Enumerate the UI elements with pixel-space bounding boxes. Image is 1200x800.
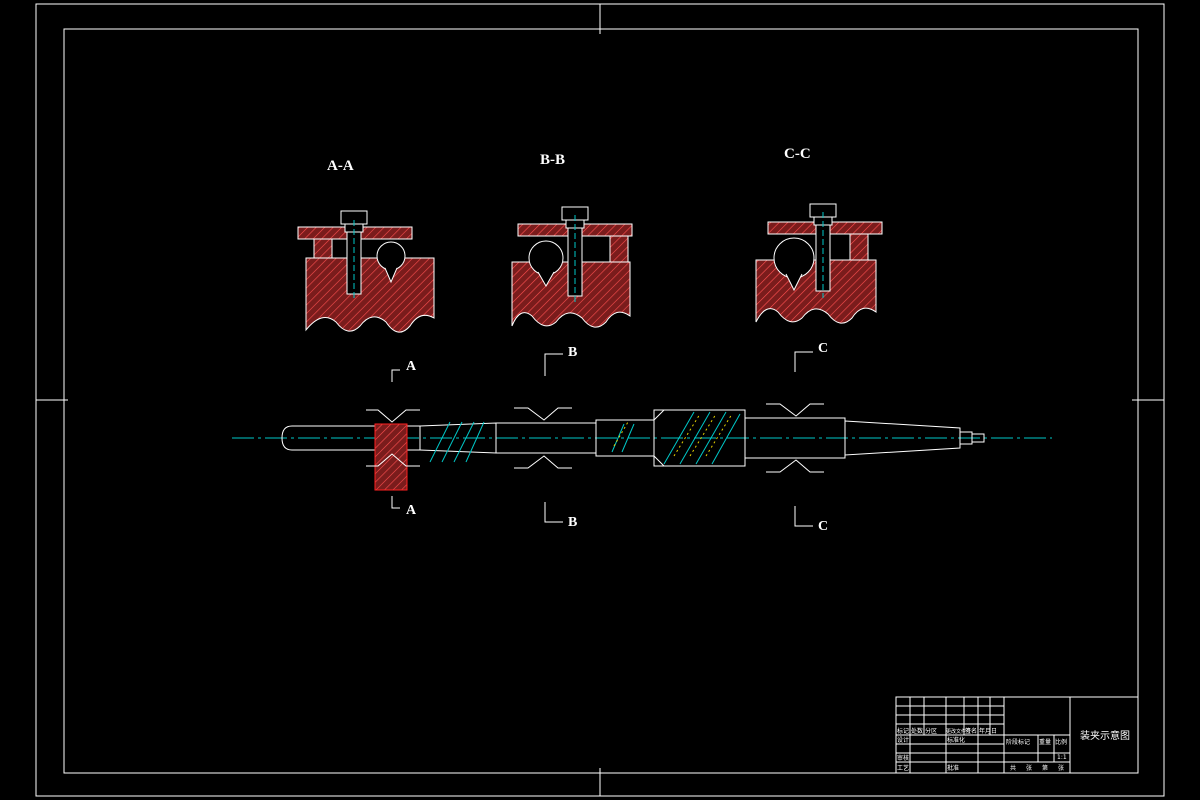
tb-cell: 重量 (1039, 738, 1051, 746)
tb-cell: 标记 (897, 727, 909, 735)
tb-cell: 第 (1042, 764, 1048, 772)
clamp-jaw-b (514, 407, 572, 469)
title-block-drawing-name: 装夹示意图 (1080, 729, 1130, 742)
section-view-b (511, 206, 633, 328)
section-view-c (755, 203, 883, 324)
tb-cell: 标准化 (947, 736, 965, 744)
tb-cell: 处数 (911, 727, 923, 735)
cut-marker-c-top: C (818, 341, 828, 356)
shaft-main-view (232, 409, 1052, 467)
tb-cell: 审核 (897, 754, 909, 762)
cut-markers (391, 351, 813, 527)
tb-cell: 批准 (947, 764, 959, 772)
sheet-frame (35, 3, 1165, 797)
tb-cell: 更改文件号 (946, 728, 971, 735)
tb-cell: 阶段标记 (1006, 738, 1030, 746)
tb-cell: 分区 (925, 727, 937, 735)
clamp-jaw-a (366, 409, 420, 491)
tb-cell: 比例 (1055, 738, 1067, 746)
clamp-jaw-c (766, 403, 824, 473)
cut-marker-c-bottom: C (818, 519, 828, 534)
tb-cell: 设计 (897, 736, 909, 744)
cut-marker-a-bottom: A (406, 503, 417, 518)
section-view-a (297, 210, 435, 333)
tb-cell: 张 (1026, 764, 1032, 772)
cut-marker-a-top: A (406, 359, 417, 374)
cut-marker-b-top: B (568, 345, 577, 360)
section-title-c: C-C (784, 146, 811, 162)
tb-cell: 签名 (965, 727, 977, 735)
tb-cell: 年月日 (979, 727, 997, 735)
tb-cell: 张 (1058, 764, 1064, 772)
tb-cell: 工艺 (897, 764, 909, 772)
cut-marker-b-bottom: B (568, 515, 577, 530)
title-block-cells: 标记 处数 分区 更改文件号 签名 年月日 设计 标准化 审核 工艺 批准 阶段… (897, 727, 1067, 772)
tb-cell: 共 (1010, 764, 1016, 772)
title-block (895, 696, 1139, 774)
section-title-a: A-A (327, 158, 354, 174)
spline-marks (613, 413, 733, 457)
section-title-b: B-B (540, 152, 565, 168)
tb-cell: 1:1 (1057, 754, 1067, 761)
